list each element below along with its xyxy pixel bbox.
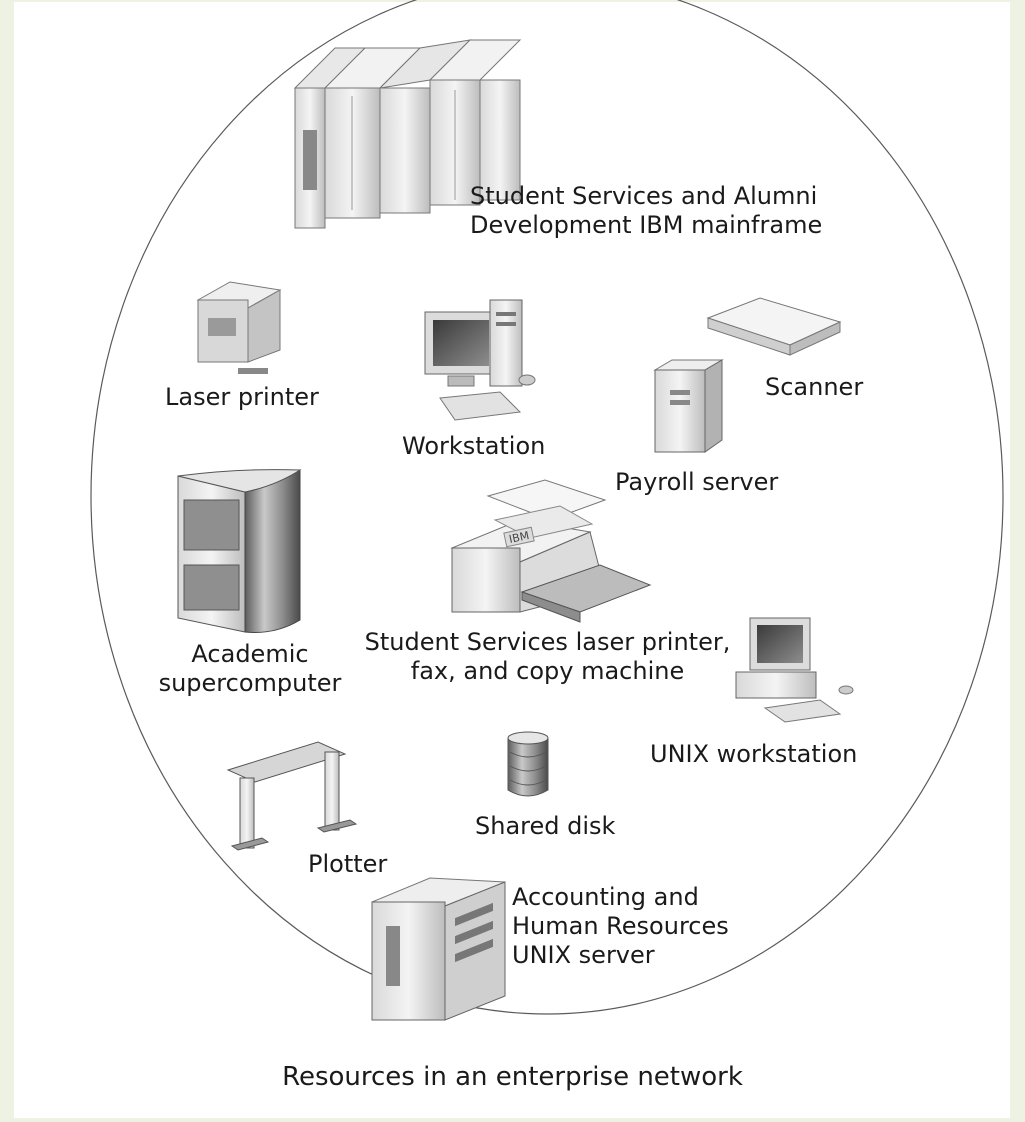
- unix-server-label-line1: Accounting and: [512, 883, 699, 911]
- supercomputer-icon: [177, 469, 302, 633]
- unix-server-label-line3: UNIX server: [512, 940, 655, 969]
- multifunction-label-line2: fax, and copy machine: [410, 656, 685, 685]
- mainframe-label-line2: Development IBM mainframe: [470, 210, 823, 239]
- scanner-icon: [706, 297, 842, 356]
- workstation-icon: [424, 299, 536, 421]
- multifunction-label-line1: Student Services laser printer,: [364, 628, 731, 656]
- workstation-label: Workstation: [402, 432, 546, 460]
- laser-printer-icon: [196, 281, 282, 374]
- supercomputer-label-line2: supercomputer: [158, 668, 342, 697]
- shared-disk-label: Shared disk: [475, 812, 616, 840]
- mainframe-label: Student Services and Alumni Development …: [470, 182, 822, 240]
- shared-disk-icon: [507, 731, 549, 797]
- multifunction-label: Student Services laser printer, fax, and…: [355, 628, 740, 686]
- payroll-server-label: Payroll server: [615, 468, 779, 496]
- mainframe-label-line1: Student Services and Alumni: [470, 182, 818, 210]
- plotter-icon: [226, 741, 358, 851]
- unix-workstation-icon: [735, 617, 854, 723]
- supercomputer-label-line1: Academic: [191, 640, 309, 668]
- unix-workstation-label: UNIX workstation: [650, 740, 858, 768]
- payroll-server-icon: [653, 359, 724, 453]
- network-boundary-ellipse: [90, 0, 1004, 1015]
- device-ibm-text: IBM: [508, 529, 531, 546]
- multifunction-printer-icon: IBM: [450, 479, 652, 623]
- unix-server-icon: [371, 877, 506, 1021]
- mainframe-icon: [293, 39, 522, 229]
- supercomputer-label: Academic supercomputer: [150, 640, 350, 698]
- unix-server-label-line2: Human Resources: [512, 911, 729, 940]
- diagram-caption: Resources in an enterprise network: [282, 1062, 743, 1092]
- laser-printer-label: Laser printer: [165, 383, 319, 411]
- unix-server-label: Accounting and Human Resources UNIX serv…: [512, 883, 729, 969]
- plotter-label: Plotter: [308, 850, 388, 878]
- scanner-label: Scanner: [765, 373, 864, 401]
